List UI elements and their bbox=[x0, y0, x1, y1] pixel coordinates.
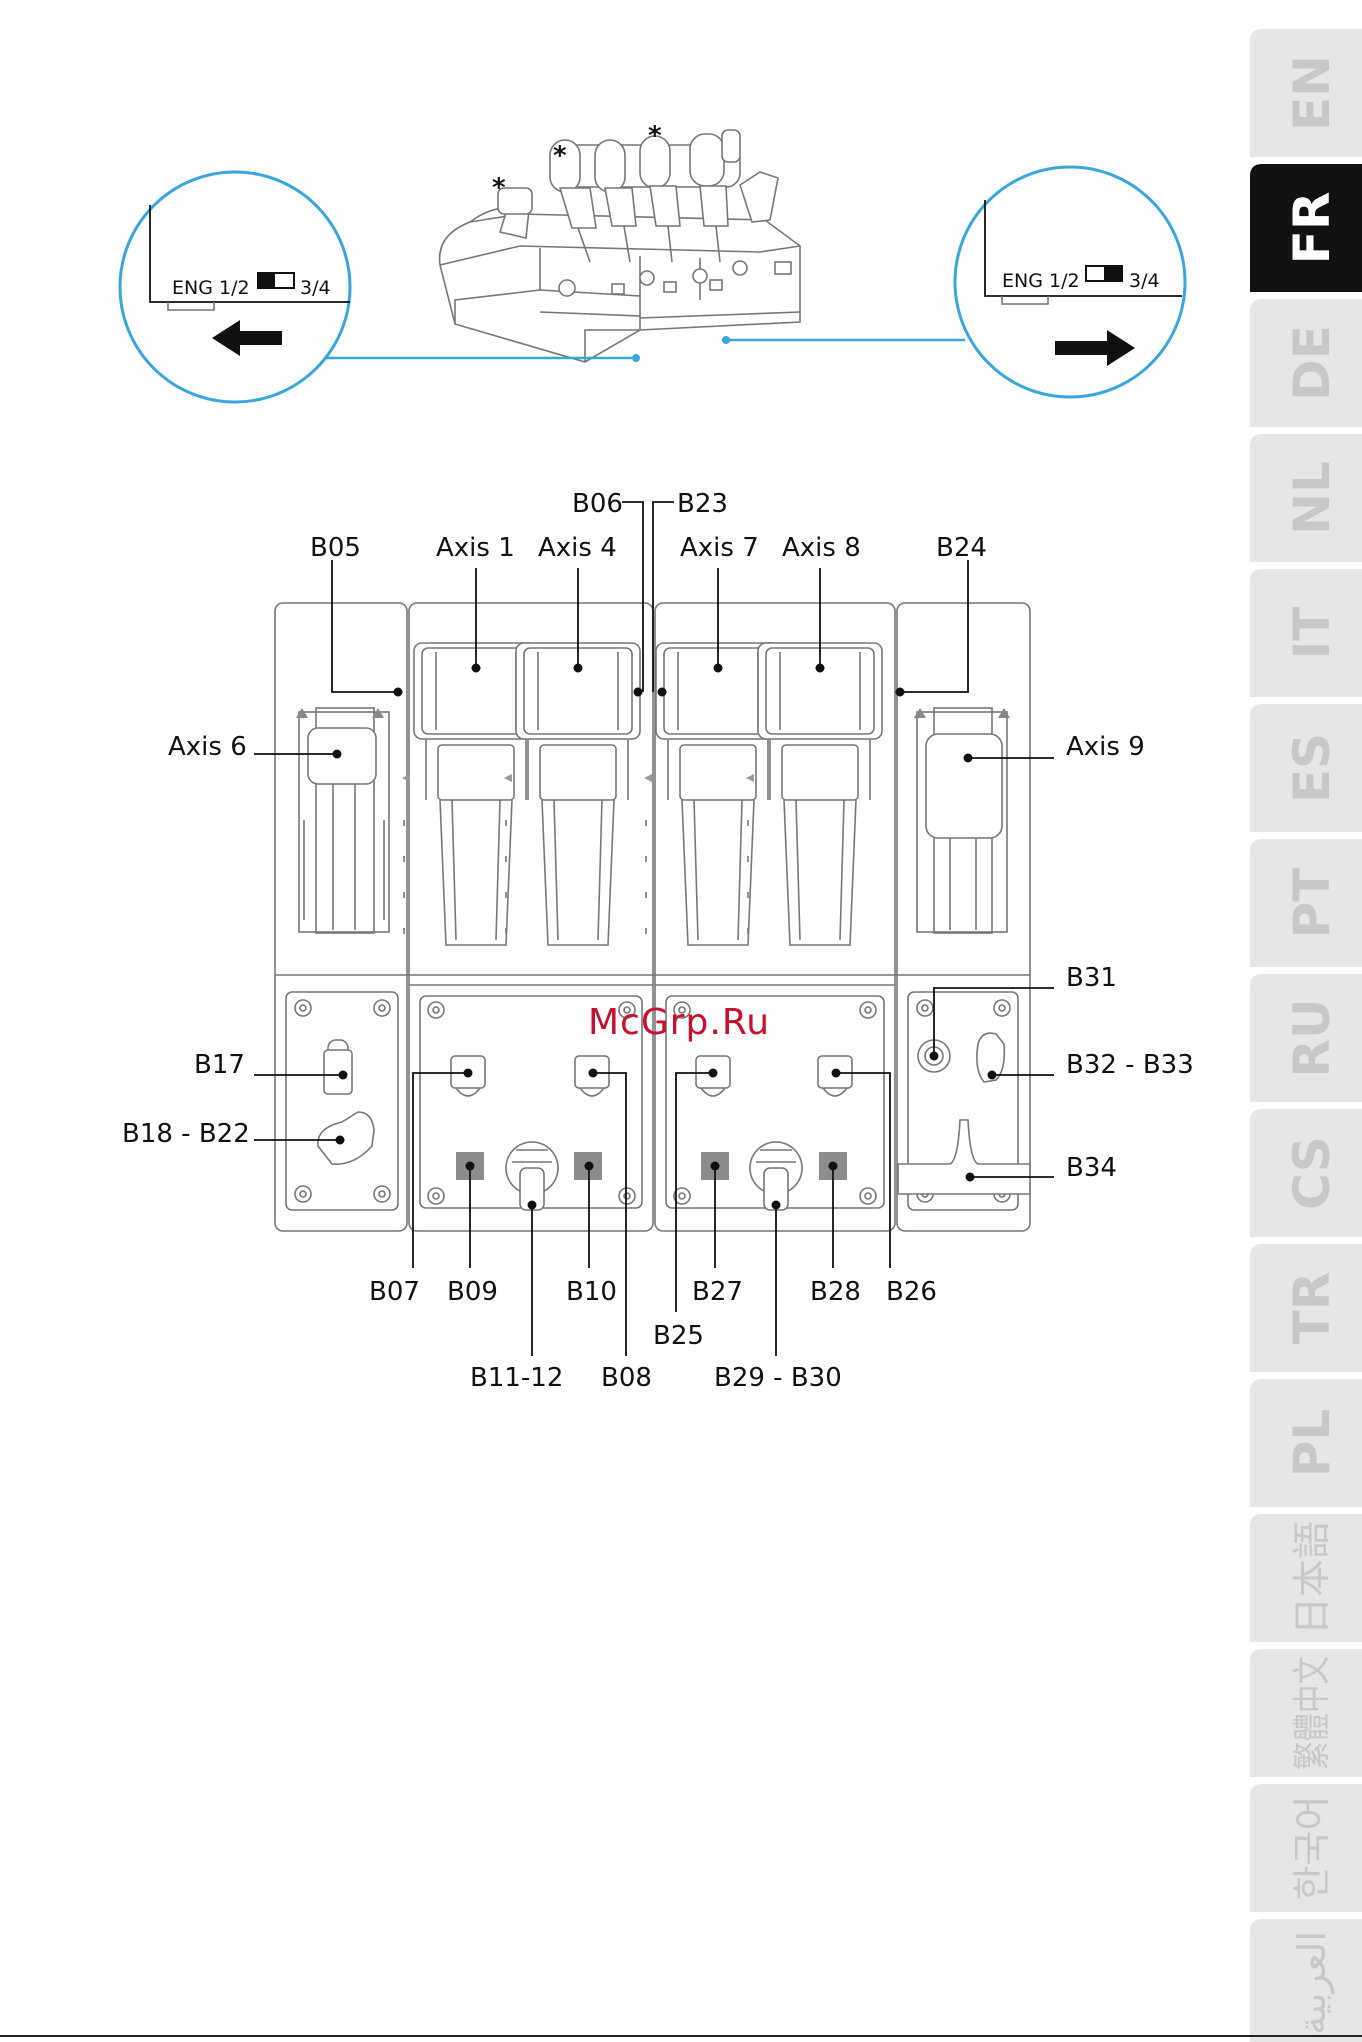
label-b17: B17 bbox=[194, 1050, 245, 1080]
b17-switch bbox=[324, 1050, 352, 1094]
lang-tab-14[interactable]: 한국어 bbox=[1250, 1784, 1362, 1912]
lang-tab-label: العربية bbox=[1290, 1931, 1335, 2035]
lang-tab-2[interactable]: FR bbox=[1250, 164, 1362, 292]
label-axis4: Axis 4 bbox=[538, 533, 617, 563]
lang-tab-15[interactable]: العربية bbox=[1250, 1919, 1362, 2042]
label-axis7: Axis 7 bbox=[680, 533, 759, 563]
label-b26: B26 bbox=[886, 1277, 937, 1307]
label-axis1: Axis 1 bbox=[436, 533, 515, 563]
label-b05: B05 bbox=[310, 533, 361, 563]
label-axis6: Axis 6 bbox=[168, 732, 247, 762]
lang-tab-label: CS bbox=[1283, 1136, 1341, 1210]
top-view-diagram bbox=[275, 603, 1030, 1231]
lang-tab-12[interactable]: 日本語 bbox=[1250, 1514, 1362, 1642]
lang-tab-7[interactable]: PT bbox=[1250, 839, 1362, 967]
label-b27: B27 bbox=[692, 1277, 743, 1307]
right-switch-callout: ENG 1/2 3/4 bbox=[955, 167, 1185, 397]
product-illustration: * * * bbox=[325, 121, 965, 362]
right-switch-label-34: 3/4 bbox=[1129, 270, 1160, 292]
lang-tab-label: ES bbox=[1283, 733, 1341, 803]
label-b06: B06 bbox=[572, 489, 623, 519]
right-switch-label-eng12: ENG 1/2 bbox=[1002, 270, 1080, 292]
label-b10: B10 bbox=[566, 1277, 617, 1307]
lang-tab-6[interactable]: ES bbox=[1250, 704, 1362, 832]
lang-tab-3[interactable]: DE bbox=[1250, 299, 1362, 427]
lang-tab-4[interactable]: NL bbox=[1250, 434, 1362, 562]
lang-tab-1[interactable]: EN bbox=[1250, 29, 1362, 157]
label-b29-b30: B29 - B30 bbox=[714, 1363, 842, 1393]
label-b09: B09 bbox=[447, 1277, 498, 1307]
lang-tab-8[interactable]: RU bbox=[1250, 974, 1362, 1102]
lang-tab-label: RU bbox=[1283, 998, 1341, 1077]
lang-tab-label: 日本語 bbox=[1290, 1521, 1334, 1635]
lang-tab-label: EN bbox=[1283, 55, 1341, 131]
asterisk-3: * bbox=[648, 121, 662, 151]
lang-tab-label: 한국어 bbox=[1290, 1796, 1334, 1901]
lang-tab-label: IT bbox=[1283, 607, 1341, 660]
label-b34: B34 bbox=[1066, 1153, 1117, 1183]
label-b32-b33: B32 - B33 bbox=[1066, 1050, 1194, 1080]
label-b31: B31 bbox=[1066, 963, 1117, 993]
lang-tab-label: DE bbox=[1283, 325, 1341, 401]
lang-tab-label: PT bbox=[1283, 868, 1341, 939]
label-b23: B23 bbox=[677, 489, 728, 519]
label-b28: B28 bbox=[810, 1277, 861, 1307]
asterisk-1: * bbox=[492, 173, 506, 203]
lang-tab-10[interactable]: TR bbox=[1250, 1244, 1362, 1372]
lang-tab-label: FR bbox=[1283, 192, 1341, 265]
lang-tab-label: NL bbox=[1283, 461, 1341, 535]
label-b08: B08 bbox=[601, 1363, 652, 1393]
left-switch-callout: ENG 1/2 3/4 bbox=[120, 172, 350, 402]
lang-tab-9[interactable]: CS bbox=[1250, 1109, 1362, 1237]
lang-tab-label: TR bbox=[1283, 1272, 1341, 1345]
label-b25: B25 bbox=[653, 1321, 704, 1351]
label-axis9: Axis 9 bbox=[1066, 732, 1145, 762]
label-b07: B07 bbox=[369, 1277, 420, 1307]
lang-tab-13[interactable]: 繁體中文 bbox=[1250, 1649, 1362, 1777]
label-axis8: Axis 8 bbox=[782, 533, 861, 563]
label-b24: B24 bbox=[936, 533, 987, 563]
lang-tab-label: 繁體中文 bbox=[1290, 1656, 1334, 1770]
lang-tab-label: PL bbox=[1283, 1409, 1341, 1478]
lang-tab-11[interactable]: PL bbox=[1250, 1379, 1362, 1507]
lang-tab-5[interactable]: IT bbox=[1250, 569, 1362, 697]
label-b11-12: B11-12 bbox=[470, 1363, 563, 1393]
label-b18-b22: B18 - B22 bbox=[122, 1119, 250, 1149]
asterisk-2: * bbox=[553, 141, 567, 171]
watermark: McGrp.Ru bbox=[588, 1002, 770, 1043]
left-switch-label-34: 3/4 bbox=[300, 277, 331, 299]
left-switch-label-eng12: ENG 1/2 bbox=[172, 277, 250, 299]
